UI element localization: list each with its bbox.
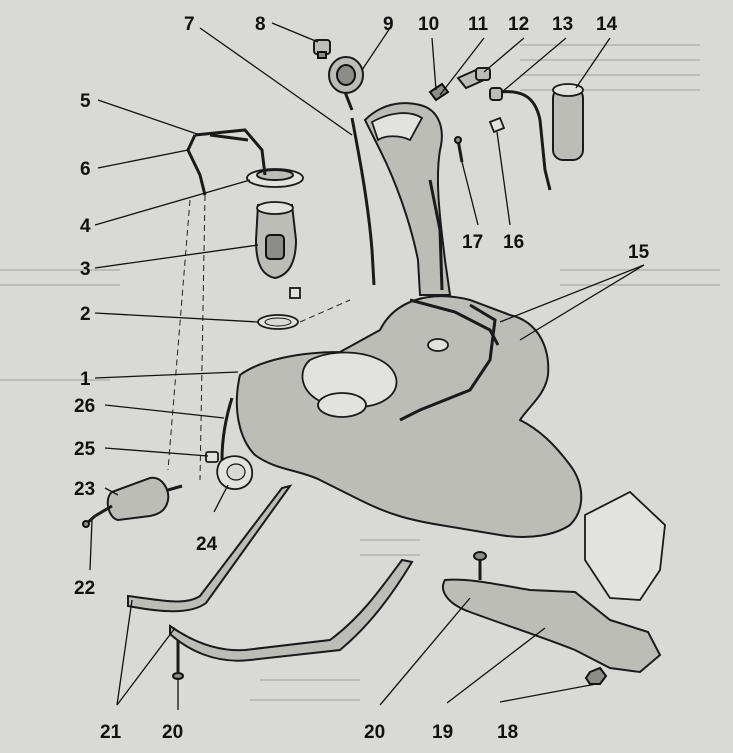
leader-1 <box>94 371 239 379</box>
leader-12 <box>483 37 525 73</box>
leader-18 <box>499 683 597 703</box>
callout-17: 17 <box>462 232 483 253</box>
carbon-canister <box>552 83 584 161</box>
callout-14: 14 <box>596 14 618 35</box>
callout-1: 1 <box>80 369 91 390</box>
filler-cap <box>328 56 364 111</box>
leader-8 <box>271 22 319 43</box>
leader-15a <box>499 264 645 323</box>
callout-9: 9 <box>383 14 394 35</box>
callout-20-right: 20 <box>364 722 385 743</box>
leader-4 <box>94 179 251 226</box>
callout-12: 12 <box>508 14 529 35</box>
callout-21: 21 <box>100 722 122 743</box>
callout-6: 6 <box>80 159 91 180</box>
heat-shield <box>442 490 666 674</box>
callout-5: 5 <box>80 91 91 112</box>
callout-10: 10 <box>418 14 439 35</box>
vent-hose <box>489 87 552 191</box>
bolt-20-left <box>172 640 184 680</box>
hose-26 <box>220 397 234 461</box>
leader-9 <box>361 27 391 71</box>
tank-strap-left <box>127 484 293 613</box>
leader-11 <box>439 37 485 96</box>
tank-strap-right <box>169 558 414 662</box>
leader-17 <box>461 161 479 226</box>
leader-15b <box>519 264 645 341</box>
fuel-tank <box>235 295 583 538</box>
bolt-17 <box>454 136 464 163</box>
callout-numbers: 1 2 3 4 5 6 7 8 9 10 11 12 13 14 15 16 1… <box>74 14 650 743</box>
leader-20-right <box>379 597 471 706</box>
callout-16: 16 <box>503 232 524 253</box>
leader-25 <box>104 447 209 457</box>
callout-3: 3 <box>80 259 91 280</box>
clip-16 <box>488 116 506 134</box>
leader-7 <box>199 27 353 136</box>
callout-8: 8 <box>255 14 266 35</box>
leader-2 <box>94 312 259 323</box>
leader-19 <box>446 627 546 704</box>
vent-valve-parts-10-11-12 <box>428 67 491 102</box>
leader-lines <box>89 22 645 710</box>
callout-22: 22 <box>74 578 95 599</box>
callout-18: 18 <box>497 722 518 743</box>
callout-23: 23 <box>74 479 95 500</box>
leader-14 <box>575 37 611 89</box>
callout-7: 7 <box>184 14 195 35</box>
leader-23 <box>104 487 119 496</box>
fuel-filter <box>94 476 183 522</box>
callout-26: 26 <box>74 396 95 417</box>
callout-11: 11 <box>468 14 489 35</box>
bolt-20-right <box>473 551 487 580</box>
leader-5 <box>97 99 201 136</box>
leader-21a <box>116 599 133 706</box>
callout-15: 15 <box>628 242 650 263</box>
leader-3 <box>94 244 259 269</box>
fuel-pump-assembly <box>246 168 304 330</box>
background-text-texture <box>0 44 720 701</box>
nut-18 <box>584 666 608 685</box>
callout-4: 4 <box>80 216 91 237</box>
leader-13 <box>501 37 567 93</box>
filler-neck <box>363 102 452 296</box>
callout-19: 19 <box>432 722 453 743</box>
callout-2: 2 <box>80 304 91 325</box>
clamp-24 <box>216 455 253 490</box>
callout-13: 13 <box>552 14 573 35</box>
callout-24: 24 <box>196 534 218 555</box>
leader-6 <box>97 149 189 169</box>
callout-25: 25 <box>74 439 96 460</box>
leader-21b <box>116 627 176 706</box>
leader-22 <box>89 519 93 571</box>
callout-20-left: 20 <box>162 722 183 743</box>
leader-16 <box>496 131 511 226</box>
leader-26 <box>104 404 225 419</box>
fuel-lines <box>167 128 351 481</box>
clip-25 <box>205 451 219 463</box>
small-fitting-8 <box>313 39 331 59</box>
breather-tube <box>350 117 376 286</box>
fitting-22 <box>82 514 96 528</box>
leader-10 <box>431 37 437 91</box>
leader-24 <box>213 484 229 513</box>
